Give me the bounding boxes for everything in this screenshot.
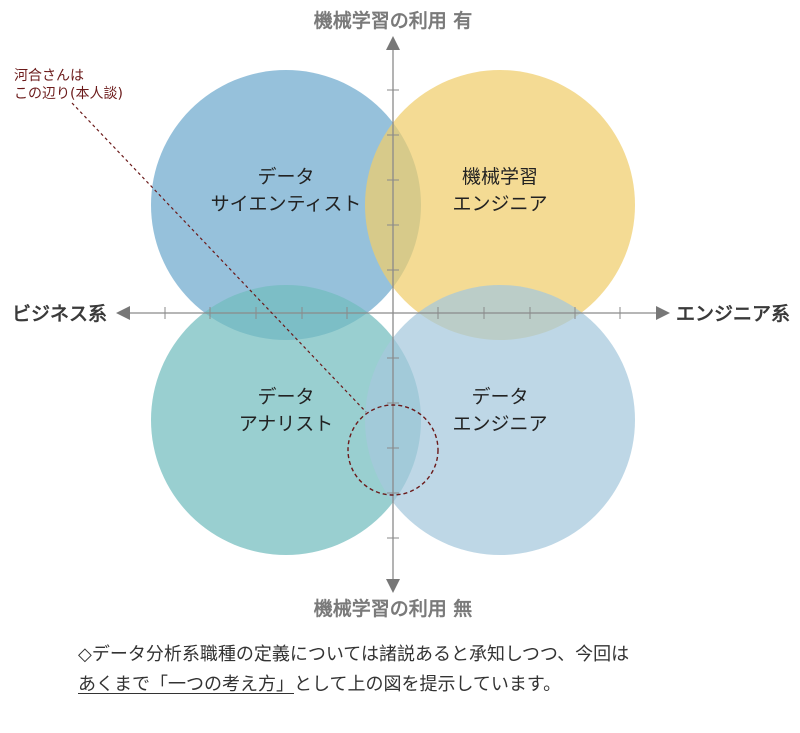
label-data-engineer-line1: データ: [471, 386, 528, 408]
label-data-analyst-line1: データ: [257, 386, 314, 408]
label-data-scientist-line2: サイエンティスト: [211, 193, 362, 215]
axis-arrows: [116, 36, 670, 593]
axis-label-bottom: 機械学習の利用 無: [314, 597, 473, 620]
annotation-text-line1: 河合さんは: [14, 68, 84, 84]
annotation-pointer-line: [71, 102, 367, 413]
arrow-right-icon: [656, 306, 670, 320]
label-ml-engineer-line2: エンジニア: [452, 193, 547, 215]
arrow-down-icon: [386, 579, 400, 593]
caption-line2: あくまで「一つの考え方」として上の図を提示しています。: [78, 670, 778, 700]
circle-data-engineer: [365, 285, 635, 555]
caption-line2-rest: として上の図を提示しています。: [294, 674, 562, 695]
annotation-dashed-circle: [347, 404, 439, 496]
arrow-left-icon: [116, 306, 130, 320]
axis-label-left: ビジネス系: [12, 303, 107, 325]
circle-ml-engineer: [365, 70, 635, 340]
arrow-up-icon: [386, 36, 400, 50]
axis-label-top: 機械学習の利用 有: [314, 9, 473, 32]
label-data-scientist-line1: データ: [257, 166, 314, 188]
circle-data-scientist: [151, 70, 421, 340]
annotation-text-line2: この辺り(本人談): [14, 86, 123, 102]
axis-label-right: エンジニア系: [676, 303, 790, 325]
caption-line1: ◇データ分析系職種の定義については諸説あると承知しつつ、今回は: [78, 644, 630, 665]
caption-underlined-phrase: あくまで「一つの考え方」: [78, 674, 294, 695]
label-data-engineer-line2: エンジニア: [452, 413, 547, 435]
label-ml-engineer-line1: 機械学習: [462, 166, 538, 188]
axis-ticks: [164, 89, 621, 539]
circle-group: [151, 70, 635, 555]
caption: ◇データ分析系職種の定義については諸説あると承知しつつ、今回は あくまで「一つの…: [78, 640, 778, 700]
label-data-analyst-line2: アナリスト: [239, 413, 334, 435]
annotation: 河合さんは この辺り(本人談): [14, 68, 439, 496]
circle-data-analyst: [151, 285, 421, 555]
